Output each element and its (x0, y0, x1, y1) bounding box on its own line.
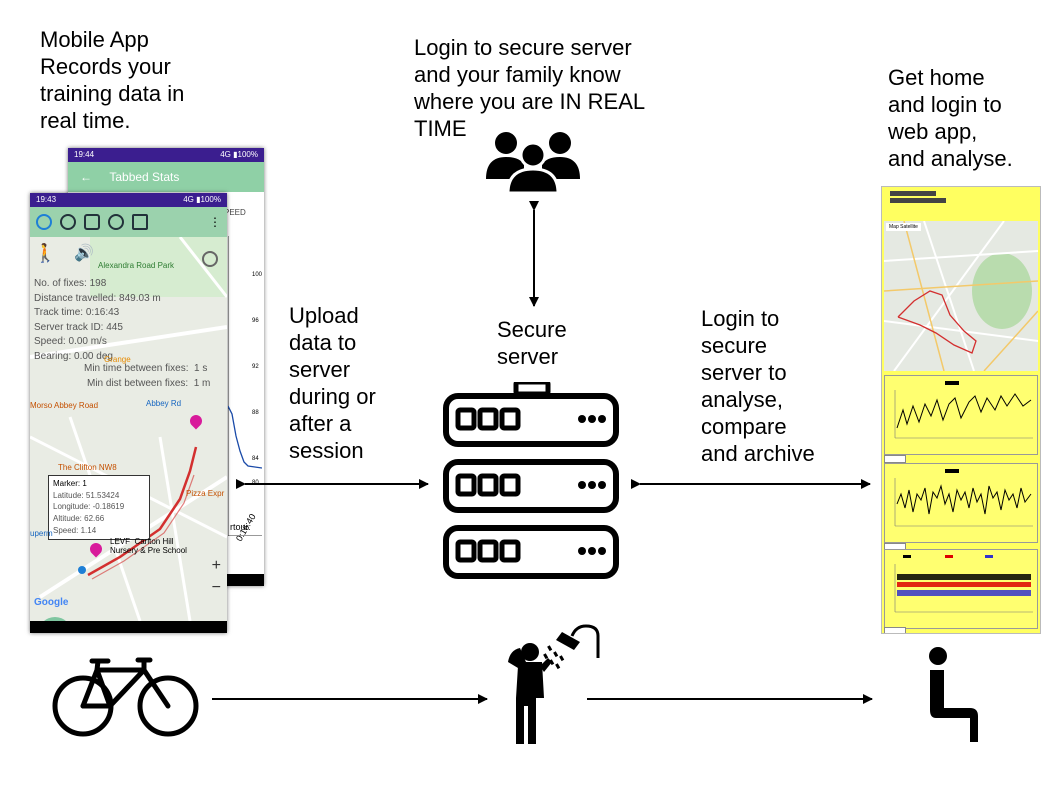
web-badge-3 (884, 627, 906, 633)
map-label-grange: Grange (104, 355, 131, 364)
stat-track-time: Track time: 0:16:43 (34, 307, 120, 318)
status-time: 19:44 (74, 150, 95, 159)
alert-fab-button[interactable]: ⚠ (38, 617, 72, 621)
track-icon[interactable] (36, 214, 52, 230)
zoom-in-button[interactable]: + (211, 557, 221, 574)
status-bar: 19:43 4G ▮100% (30, 193, 227, 207)
web-button-1[interactable] (890, 191, 936, 196)
bicycle-icon (52, 657, 199, 737)
marker-latitude: Latitude: 51.53424 (53, 490, 120, 500)
web-chart-1 (884, 375, 1038, 455)
shower-icon (508, 624, 600, 744)
map-view[interactable]: 🚶 🔊 Alexandra Road Park No. of fixes: 19… (30, 237, 227, 621)
speed-chart (227, 236, 263, 537)
map-label-pizza: Pizza Expr (186, 489, 225, 498)
web-chart-3-svg (894, 555, 1033, 613)
app-bar: ← Tabbed Stats (68, 162, 264, 192)
web-map-streets (884, 221, 1038, 371)
front-phone-screenshot: 19:43 4G ▮100% ⋮ 🚶 🔊 Alexandra Road Park… (30, 193, 227, 633)
axis-tick-96: 96 (252, 318, 259, 324)
min-time-text: Min time between fixes: 1 s (84, 363, 208, 374)
web-chart-2-svg (894, 469, 1033, 527)
signal-icon[interactable] (84, 214, 100, 230)
map-label-nursery: LEVF Carlton Hill Nursery & Pre School (110, 537, 187, 555)
axis-tick-92: 92 (252, 364, 259, 370)
marker-info-box: Marker: 1 Latitude: 51.53424 Longitude: … (48, 475, 150, 540)
web-map[interactable]: Map Satellite (884, 221, 1038, 371)
back-arrow-icon[interactable]: ← (80, 170, 92, 184)
web-chart-1-svg (894, 381, 1033, 439)
front-nav-bar (30, 621, 227, 633)
caption-mobile-app: Mobile App Records your training data in… (40, 27, 185, 133)
status-right: 4G ▮100% (183, 195, 221, 204)
status-bar: 19:44 4G ▮100% (68, 148, 264, 162)
seated-person-icon (929, 647, 978, 742)
server-icon (443, 382, 619, 579)
caption-secure-server: Secure server (497, 317, 567, 369)
speed-label: PEED (224, 208, 246, 217)
min-dist-text: Min dist between fixes: 1 m (87, 378, 211, 389)
stat-speed: Speed: 0.00 m/s (34, 336, 107, 347)
map-label-abbey-rd: Abbey Rd (146, 399, 182, 408)
web-badge-1 (884, 455, 906, 463)
stat-fixes: No. of fixes: 198 (34, 278, 107, 289)
family-icon (486, 132, 580, 193)
marker-altitude: Altitude: 62.66 (53, 514, 105, 524)
overflow-menu-icon[interactable]: ⋮ (209, 215, 221, 229)
speaker-icon[interactable]: 🔊 (74, 245, 94, 262)
map-label-abbey-road: Morso Abbey Road (30, 401, 99, 410)
map-label-supern: uperm (30, 529, 53, 538)
app-toolbar: ⋮ (30, 207, 227, 237)
web-map-tabs[interactable]: Map Satellite (886, 223, 921, 231)
axis-tick-88: 88 (252, 410, 259, 416)
signal-off-icon[interactable] (108, 214, 124, 230)
zoom-out-button[interactable]: − (211, 579, 221, 596)
stats-panel: No. of fixes: 198 Distance travelled: 84… (34, 277, 161, 364)
status-time: 19:43 (36, 195, 57, 204)
stat-server-id: Server track ID: 445 (34, 321, 123, 333)
web-chart-2 (884, 463, 1038, 543)
caption-login-analyse: Login to secure server to analyse, compa… (701, 306, 815, 466)
add-icon[interactable] (60, 214, 76, 230)
caption-upload: Upload data to server during or after a … (289, 303, 376, 463)
person-walking-icon: 🚶 (34, 243, 57, 263)
map-label-clifton: The Clifton NW8 (58, 463, 117, 472)
map-streets (30, 237, 227, 621)
caption-login-family: Login to secure server and your family k… (414, 35, 646, 141)
window-icon[interactable] (132, 214, 148, 230)
marker-speed: Speed: 1.14 (53, 525, 97, 535)
stat-bearing: Bearing: 0.00 deg (34, 350, 113, 362)
status-right: 4G ▮100% (220, 150, 258, 159)
web-button-2[interactable] (890, 198, 946, 203)
caption-get-home: Get home and login to web app, and analy… (888, 65, 1013, 171)
app-bar-title: Tabbed Stats (109, 170, 180, 184)
web-chart-3 (884, 549, 1038, 629)
location-target-icon[interactable] (202, 251, 218, 267)
footer-text: rtour. (230, 522, 251, 532)
stat-distance: Distance travelled: 849.03 m (34, 292, 161, 304)
map-label-park: Alexandra Road Park (98, 261, 175, 270)
web-app-screenshot: Map Satellite (881, 186, 1041, 634)
google-logo: Google (34, 597, 69, 608)
marker-title: Marker: 1 (53, 479, 87, 488)
marker-longitude: Longitude: -0.18619 (53, 502, 125, 512)
axis-tick-100: 100 (252, 272, 263, 278)
axis-tick-84: 84 (252, 456, 259, 462)
